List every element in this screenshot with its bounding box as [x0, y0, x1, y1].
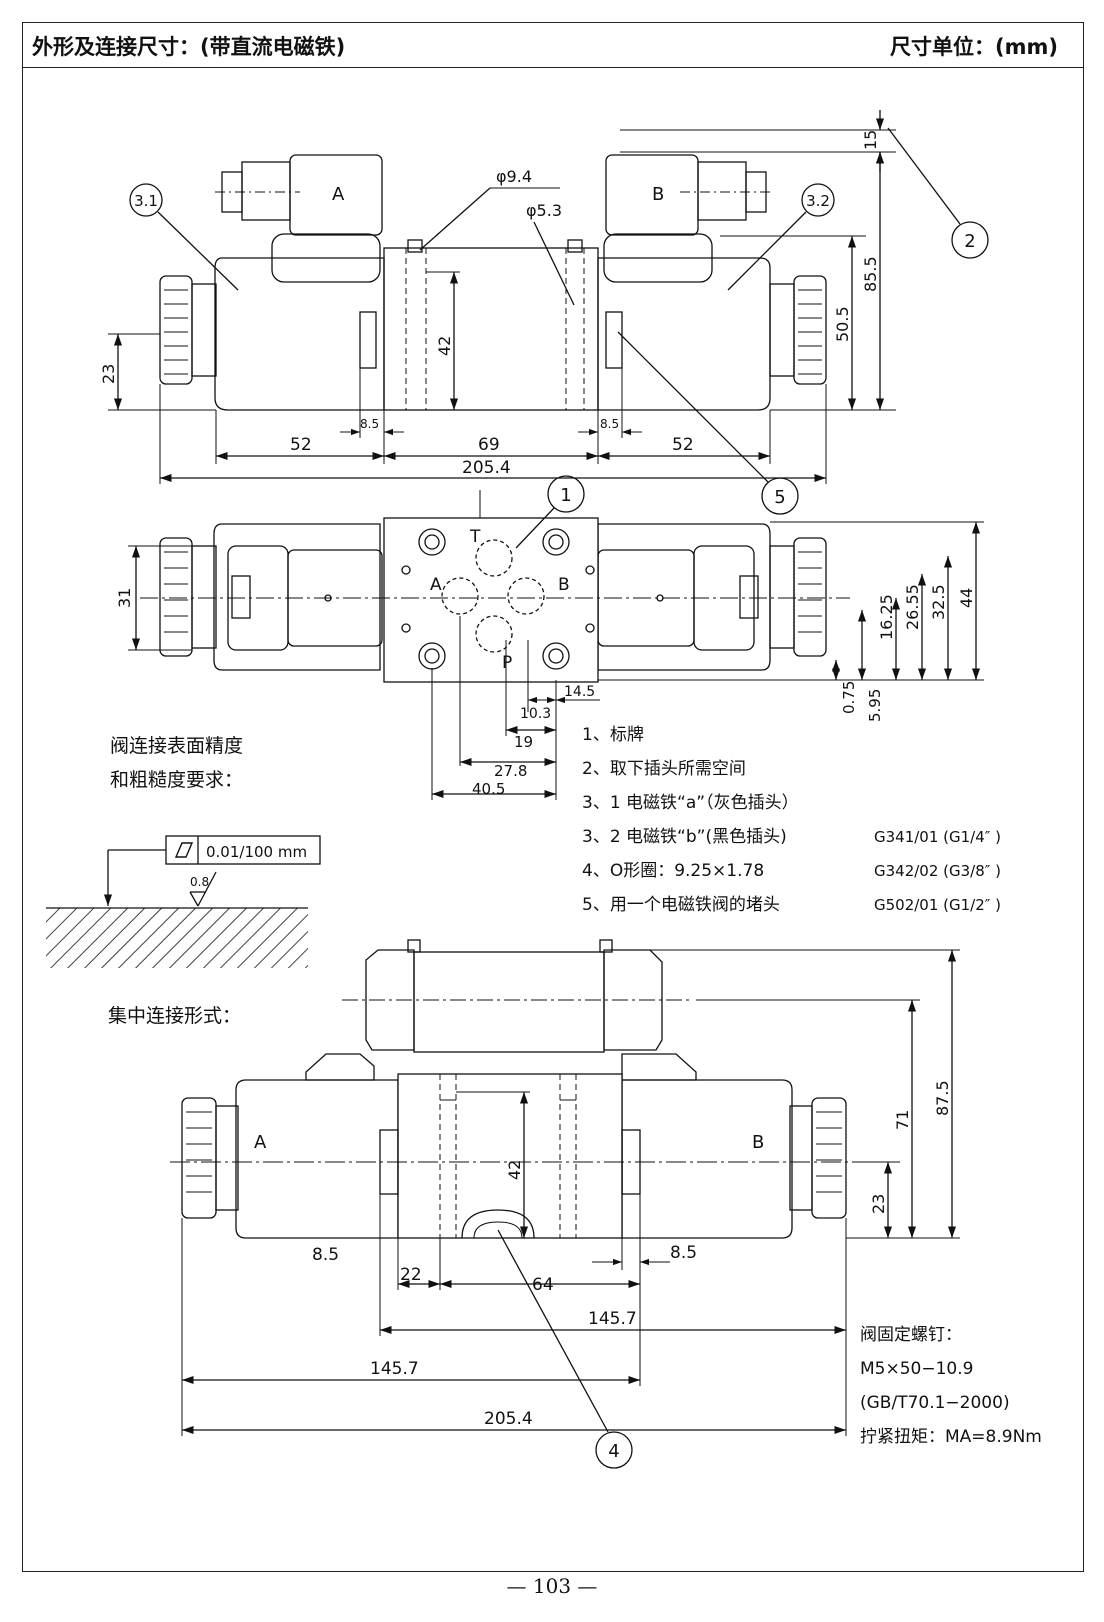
dim-phi-5-3: φ5.3 [526, 201, 562, 220]
port-p: P [502, 653, 512, 673]
dim-5-95: 5.95 [866, 689, 884, 722]
legend-item-4: 3、2 电磁铁“b”(黑色插头) [582, 827, 787, 847]
callout-5: 5 [774, 487, 785, 508]
bottom-view: 集中连接形式： [108, 939, 960, 1469]
dim-0-75: 0.75 [840, 681, 858, 714]
legend-code-2: G342/02 (G3/8″ ) [874, 862, 1001, 880]
dim-26-55: 26.55 [903, 584, 922, 630]
dim-85-5: 85.5 [861, 256, 880, 292]
dim-40-5: 40.5 [472, 780, 505, 798]
dim-71: 71 [893, 1110, 912, 1130]
dim-50-5: 50.5 [833, 306, 852, 342]
legend-code-1: G341/01 (G1/4″ ) [874, 828, 1001, 846]
bottom-label-b: B [752, 1132, 764, 1153]
dim-22: 22 [400, 1265, 422, 1285]
dim-8-5-top-right: 8.5 [600, 417, 619, 431]
callout-3-1: 3.1 [134, 192, 158, 210]
dim-145-7-upper: 145.7 [588, 1309, 637, 1329]
dim-205-4-top: 205.4 [462, 458, 511, 478]
dim-42-bottom: 42 [505, 1160, 524, 1180]
dim-phi-9-4: φ9.4 [496, 167, 532, 186]
screw-line-4: 拧紧扭矩：MA=8.9Nm [860, 1427, 1042, 1447]
bottom-label-a: A [254, 1132, 267, 1153]
bottom-title: 集中连接形式： [108, 1005, 241, 1027]
dim-16-25: 16.25 [877, 594, 896, 640]
dim-8-5-bottom-right: 8.5 [670, 1243, 697, 1263]
dim-15: 15 [861, 130, 880, 150]
dim-8-5-bottom-left: 8.5 [312, 1245, 339, 1265]
roughness-value: 0.8 [190, 875, 209, 889]
port-t: T [469, 527, 481, 547]
dim-145-7-lower: 145.7 [370, 1359, 419, 1379]
dim-31: 31 [115, 588, 134, 608]
dim-44: 44 [957, 588, 976, 608]
dim-64: 64 [532, 1275, 554, 1295]
page-title: 外形及连接尺寸：(带直流电磁铁) [32, 35, 346, 59]
dim-52-right: 52 [672, 435, 694, 455]
legend-code-3: G502/01 (G1/2″ ) [874, 896, 1001, 914]
dim-27-8: 27.8 [494, 762, 527, 780]
plan-view: T A B P 1 31 44 32.5 26.55 16.25 0.75 5.… [115, 475, 984, 800]
callout-1: 1 [560, 485, 571, 506]
page-number: — 103 — [506, 1574, 598, 1598]
callout-2: 2 [964, 231, 975, 252]
surface-title-1: 阀连接表面精度 [110, 735, 243, 757]
flatness-value: 0.01/100 mm [206, 843, 307, 861]
dim-23-bottom: 23 [869, 1194, 888, 1214]
top-solenoid-b-label: B [652, 184, 664, 205]
callout-3-2: 3.2 [806, 192, 830, 210]
dim-32-5: 32.5 [929, 584, 948, 620]
dim-87-5: 87.5 [933, 1080, 952, 1116]
legend-item-6: 5、用一个电磁铁阀的堵头 [582, 895, 780, 915]
legend: 1、标牌 2、取下插头所需空间 3、1 电磁铁“a”（灰色插头） 3、2 电磁铁… [582, 725, 1001, 915]
screw-line-2: M5×50−10.9 [860, 1359, 973, 1379]
callout-4: 4 [608, 1441, 619, 1462]
dim-52-left: 52 [290, 435, 312, 455]
screw-line-3: (GB/T70.1−2000) [860, 1393, 1010, 1413]
top-solenoid-a-label: A [332, 184, 345, 205]
port-a: A [430, 575, 442, 595]
legend-item-2: 2、取下插头所需空间 [582, 759, 746, 779]
dim-10-3: 10.3 [520, 706, 551, 722]
legend-item-3: 3、1 电磁铁“a”（灰色插头） [582, 793, 799, 813]
surface-title-2: 和粗糙度要求： [110, 769, 243, 791]
port-b: B [558, 575, 570, 595]
screw-info: 阀固定螺钉： M5×50−10.9 (GB/T70.1−2000) 拧紧扭矩：M… [860, 1325, 1042, 1447]
page-frame [22, 22, 1084, 1572]
dim-69: 69 [478, 435, 500, 455]
legend-item-5: 4、O形圈：9.25×1.78 [582, 861, 764, 881]
unit-label: 尺寸单位：(mm) [890, 35, 1058, 59]
dim-8-5-top-left: 8.5 [360, 417, 379, 431]
dim-14-5: 14.5 [564, 684, 595, 700]
dim-19: 19 [514, 733, 533, 751]
page-header: 外形及连接尺寸：(带直流电磁铁) 尺寸单位：(mm) [22, 22, 1084, 68]
dim-23-top: 23 [99, 364, 118, 384]
top-view: A B 3.1 3.2 2 5 φ9.4 φ5.3 15 85.5 50.5 [99, 110, 989, 515]
dim-205-4-bottom: 205.4 [484, 1409, 533, 1429]
legend-item-1: 1、标牌 [582, 725, 644, 745]
surface-requirement: 阀连接表面精度 和粗糙度要求： 0.01/100 mm 0.8 [46, 735, 321, 968]
screw-line-1: 阀固定螺钉： [860, 1325, 962, 1345]
dim-42-top: 42 [435, 336, 454, 356]
